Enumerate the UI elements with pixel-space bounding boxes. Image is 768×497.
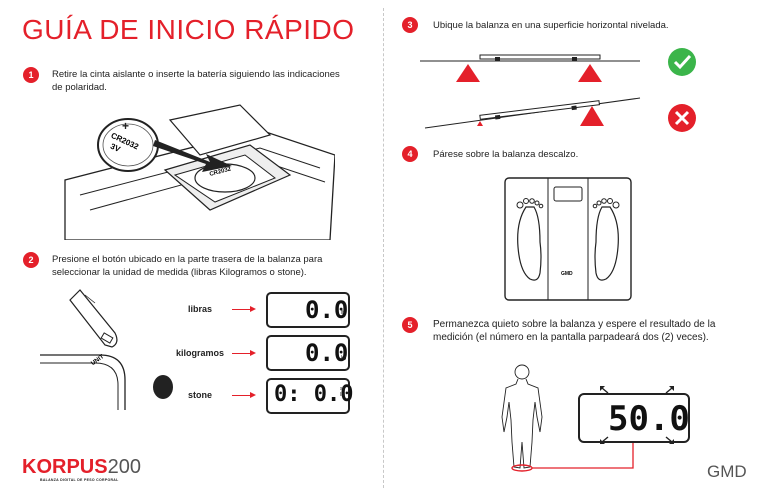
arrow-stone-icon	[250, 392, 256, 398]
step-2-text: Presione el botón ubicado en la parte tr…	[52, 254, 323, 278]
correct-check-icon	[668, 48, 696, 76]
left-foot-icon	[517, 206, 542, 281]
lcd-result-value: 50.0	[608, 399, 690, 439]
step-4-badge: 4	[402, 146, 418, 162]
lcd-libras: 0.0 lb	[266, 292, 350, 328]
lcd-stone-unit: st lb	[340, 386, 344, 398]
lcd-stone: 0: 0.0 st lb	[266, 378, 354, 414]
support-small-icon	[477, 121, 483, 126]
maker-logo: GMD	[707, 462, 747, 481]
arrow-libras-icon	[250, 306, 256, 312]
lcd-libras-unit: lb	[341, 310, 345, 316]
footer-subtitle: BALANZA DIGITAL DE PESO CORPORAL	[40, 478, 119, 482]
step-5-text: Permanezca quieto sobre la balanza y esp…	[433, 319, 716, 343]
lcd-kilogramos: 0.0 kg	[266, 335, 350, 371]
unit-button-illustration: UNIT	[40, 289, 173, 410]
battery-voltage: 3V	[109, 142, 122, 155]
step-4-text: Párese sobre la balanza descalzo.	[433, 149, 579, 160]
footer-logo: KORPUS200	[22, 456, 141, 479]
step-2-badge: 2	[23, 252, 39, 268]
support-left-icon	[456, 64, 480, 82]
lcd-kilogramos-unit: kg	[341, 355, 347, 361]
page-title: GUÍA DE INICIO RÁPIDO	[22, 14, 355, 45]
support-right-icon	[578, 64, 602, 82]
unit-stone-label: stone	[188, 390, 213, 400]
compartment-battery-text: CR2032	[209, 166, 232, 178]
scale-logo: GMD	[561, 271, 573, 277]
person-icon	[501, 364, 543, 469]
unit-button-label: UNIT	[90, 354, 105, 367]
footer-brand: KORPUS	[22, 456, 108, 478]
step-1-badge: 1	[23, 67, 39, 83]
battery-plus-icon: +	[122, 119, 129, 133]
column-divider	[383, 8, 384, 488]
support-tilt-icon	[580, 106, 604, 126]
scale-under-foot-icon	[511, 464, 533, 472]
lcd-result: 50.0 kg	[578, 393, 690, 443]
unit-kilogramos-label: kilogramos	[176, 348, 225, 358]
lcd-libras-value: 0.0	[305, 296, 349, 324]
battery-illustration: CR2032 + CR2032 3V	[64, 104, 335, 240]
arrow-libras-line	[232, 309, 252, 311]
step-3-badge: 3	[402, 17, 418, 33]
step-3-text: Ubique la balanza en una superficie hori…	[433, 20, 669, 31]
scale-topview-illustration: GMD	[504, 177, 632, 301]
arrow-kilogramos-icon	[250, 350, 256, 356]
arrow-kilogramos-line	[232, 353, 252, 355]
insert-arrow-icon	[153, 140, 232, 172]
lcd-result-unit: kg	[676, 425, 682, 431]
foot-pad-icon	[153, 375, 173, 399]
footer-model: 200	[107, 456, 141, 478]
lcd-stone-value: 0: 0.0	[274, 382, 354, 407]
blink-marks-icon	[600, 386, 674, 444]
step-1-text: Retire la cinta aislante o inserte la ba…	[52, 69, 340, 93]
arrow-stone-line	[232, 395, 252, 397]
lcd-kilogramos-value: 0.0	[305, 339, 349, 367]
step-5-badge: 5	[402, 317, 418, 333]
level-illustration	[420, 48, 696, 132]
right-foot-icon	[594, 206, 619, 281]
unit-libras-label: libras	[188, 304, 213, 314]
